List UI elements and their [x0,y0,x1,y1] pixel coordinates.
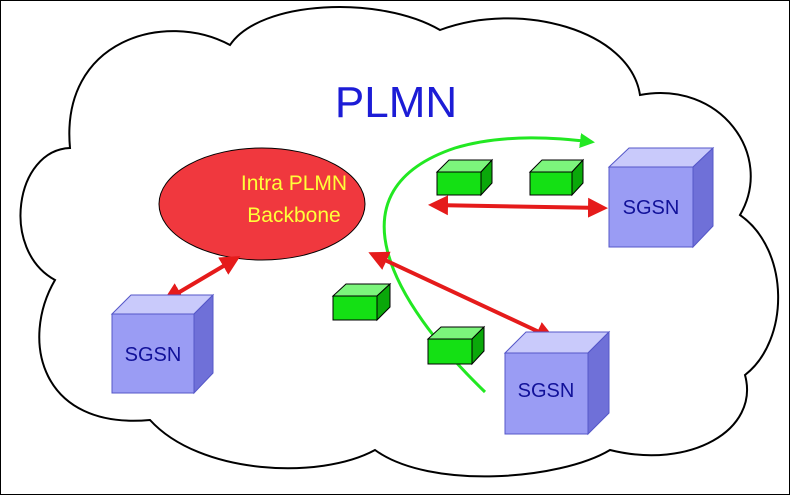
backbone-label-line2: Backbone [247,204,340,227]
sgsn-left-label: SGSN [125,344,182,366]
link-backbone-sgsn-left [162,255,241,303]
packet-1 [435,158,494,197]
link-backbone-sgsn-bottom [368,251,556,341]
backbone-label-line1: Intra PLMN [241,172,347,195]
sgsn-right-label: SGSN [623,197,680,219]
link-backbone-sgsn-right [428,195,608,218]
plmn-title: PLMN [335,78,457,127]
packet-4 [426,325,486,366]
packet-3 [331,282,392,322]
intra-plmn-backbone [158,147,366,261]
sgsn-left-node: SGSN [110,293,215,395]
sgsn-bottom-node: SGSN [503,330,611,436]
sgsn-bottom-label: SGSN [518,380,575,402]
sgsn-right-node: SGSN [607,146,715,249]
packet-2 [528,158,585,197]
